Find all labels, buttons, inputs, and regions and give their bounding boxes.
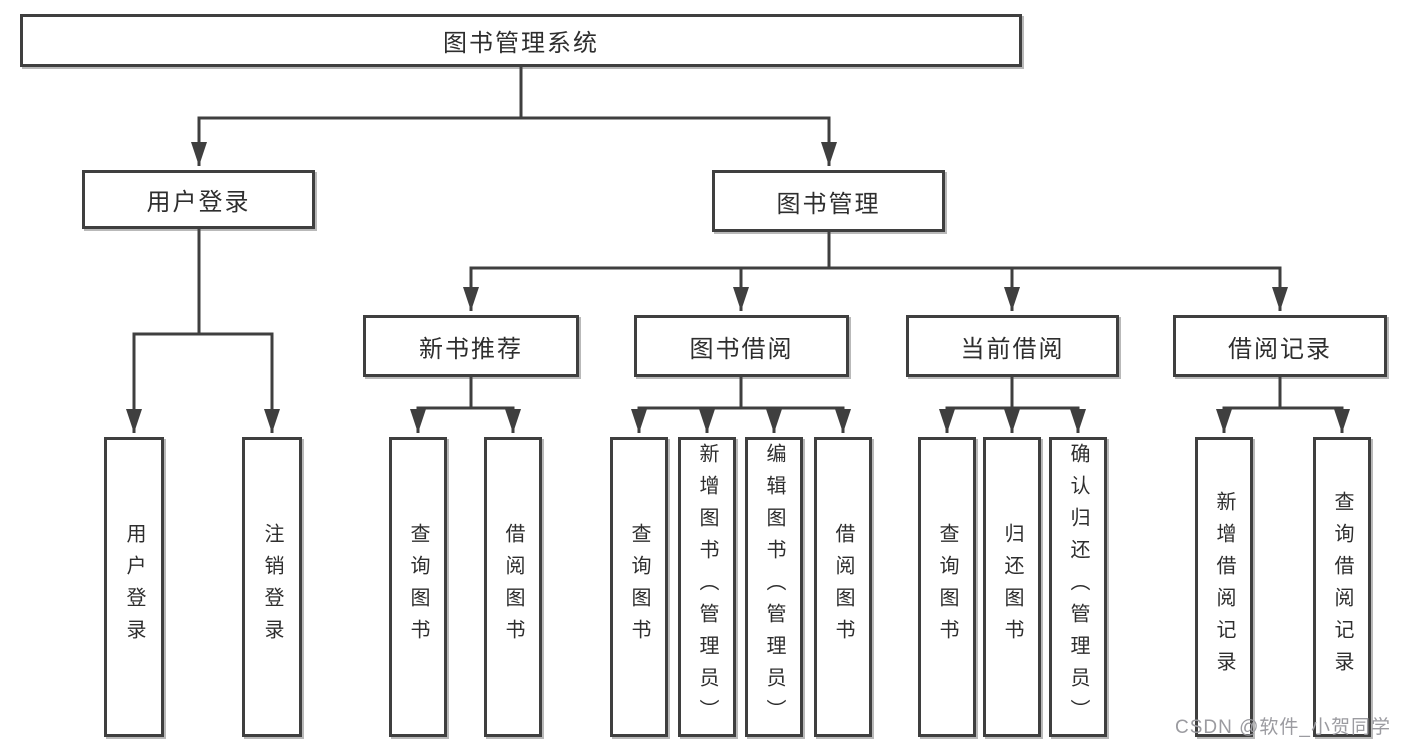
leaf-confirm-return-admin: 确认归还（管理员） xyxy=(1049,437,1107,737)
leaf-query-borrow-record-label: 查询借阅记录 xyxy=(1331,491,1353,683)
node-book-borrowing-label: 图书借阅 xyxy=(689,335,794,363)
leaf-confirm-return-admin-label: 确认归还（管理员） xyxy=(1067,443,1089,731)
node-borrowing-records: 借阅记录 xyxy=(1173,315,1387,377)
leaf-query-borrow-record: 查询借阅记录 xyxy=(1313,437,1371,737)
leaf-query-books-current: 查询图书 xyxy=(918,437,976,737)
leaf-query-books-borrowing: 查询图书 xyxy=(610,437,668,737)
leaf-add-book-admin: 新增图书（管理员） xyxy=(678,437,736,737)
leaf-logout-label: 注销登录 xyxy=(261,523,283,651)
node-borrowing-records-label: 借阅记录 xyxy=(1228,335,1332,363)
leaf-borrow-books-borrowing: 借阅图书 xyxy=(814,437,872,737)
leaf-add-book-admin-label: 新增图书（管理员） xyxy=(696,443,718,731)
node-current-borrowing: 当前借阅 xyxy=(906,315,1119,377)
leaf-return-book: 归还图书 xyxy=(983,437,1041,737)
leaf-logout: 注销登录 xyxy=(242,437,302,737)
node-user-login: 用户登录 xyxy=(82,170,315,229)
leaf-query-books-recommend-label: 查询图书 xyxy=(407,523,429,651)
node-book-management: 图书管理 xyxy=(712,170,945,232)
leaf-query-books-borrowing-label: 查询图书 xyxy=(628,523,650,651)
leaf-query-books-current-label: 查询图书 xyxy=(936,523,958,651)
node-library-system: 图书管理系统 xyxy=(20,14,1022,67)
leaf-add-borrow-record: 新增借阅记录 xyxy=(1195,437,1253,737)
node-new-book-recommend-label: 新书推荐 xyxy=(419,335,523,363)
leaf-add-borrow-record-label: 新增借阅记录 xyxy=(1213,491,1235,683)
leaf-borrow-books-recommend: 借阅图书 xyxy=(484,437,542,737)
node-current-borrowing-label: 当前借阅 xyxy=(960,335,1065,363)
node-library-system-label: 图书管理系统 xyxy=(443,30,599,57)
node-new-book-recommend: 新书推荐 xyxy=(363,315,579,377)
leaf-edit-book-admin: 编辑图书（管理员） xyxy=(745,437,803,737)
leaf-borrow-books-borrowing-label: 借阅图书 xyxy=(832,523,854,651)
leaf-edit-book-admin-label: 编辑图书（管理员） xyxy=(763,443,785,731)
leaf-user-login: 用户登录 xyxy=(104,437,164,737)
node-book-borrowing: 图书借阅 xyxy=(634,315,849,377)
csdn-watermark: CSDN @软件_小贺同学 xyxy=(1175,717,1391,738)
leaf-user-login-label: 用户登录 xyxy=(123,523,145,651)
leaf-query-books-recommend: 查询图书 xyxy=(389,437,447,737)
leaf-borrow-books-recommend-label: 借阅图书 xyxy=(502,523,524,651)
leaf-return-book-label: 归还图书 xyxy=(1001,523,1023,651)
connector-segments xyxy=(132,65,1344,410)
node-user-login-label: 用户登录 xyxy=(146,189,251,216)
connector-arrows xyxy=(126,118,1350,433)
node-book-management-label: 图书管理 xyxy=(776,190,881,218)
